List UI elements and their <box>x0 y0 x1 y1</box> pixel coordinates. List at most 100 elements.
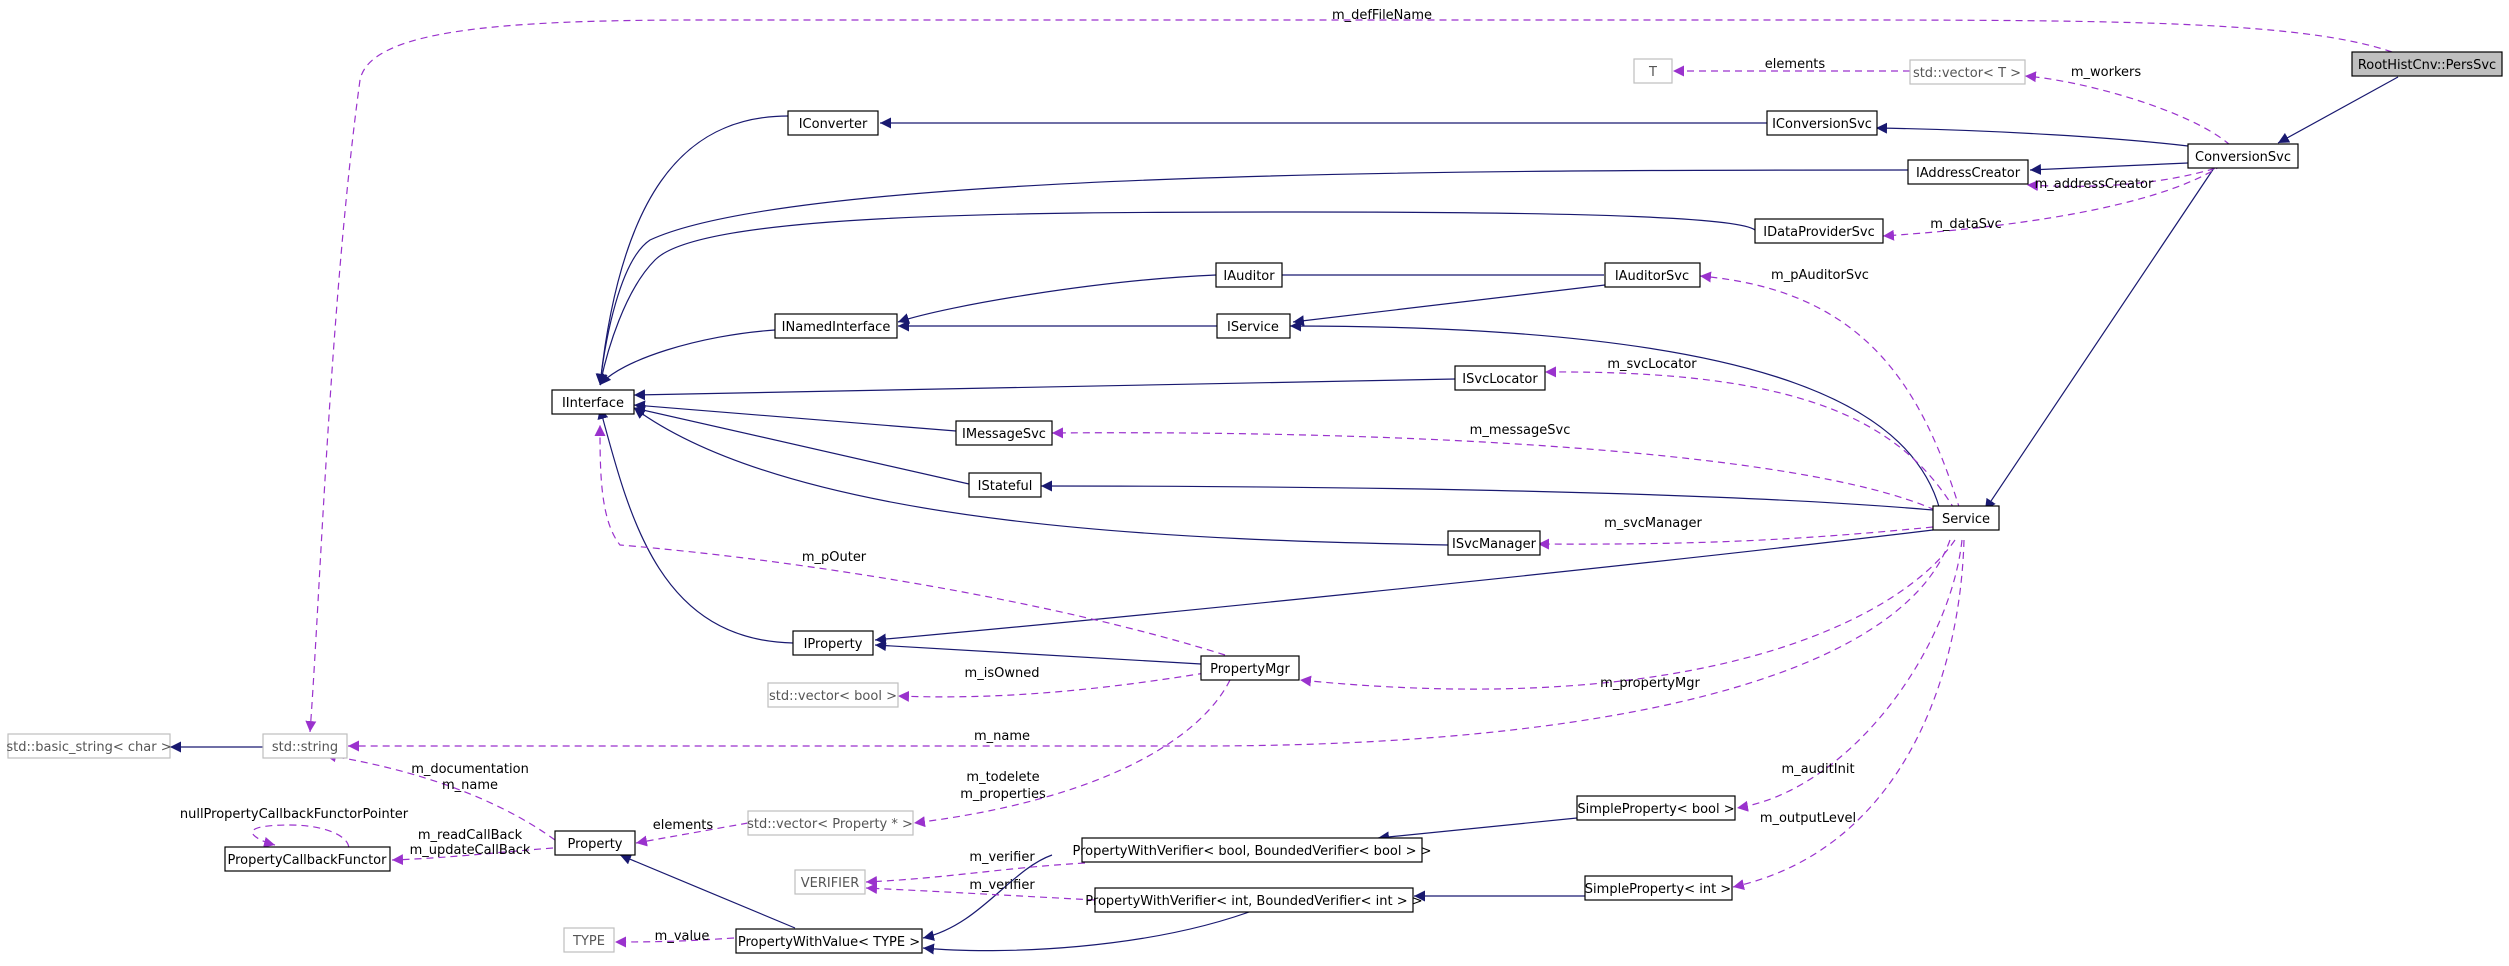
edge-conversionsvc-to-service <box>1984 164 2217 511</box>
edge-iproperty-to-propertymgr <box>874 640 1202 665</box>
node-isvclocator[interactable]: ISvcLocator <box>1454 365 1546 391</box>
node-iconversionsvc[interactable]: IConversionSvc <box>1766 110 1878 136</box>
node-iservice[interactable]: IService <box>1216 313 1291 339</box>
svg-text:IAuditor: IAuditor <box>1223 269 1275 284</box>
node-iinterface[interactable]: IInterface <box>551 389 635 415</box>
node-propertycallbackfunctor[interactable]: PropertyCallbackFunctor <box>224 846 391 872</box>
svg-text:std::vector< Property * >: std::vector< Property * > <box>747 817 913 832</box>
node-verifier[interactable]: VERIFIER <box>794 869 866 895</box>
svg-text:IDataProviderSvc: IDataProviderSvc <box>1763 225 1875 240</box>
node-iauditorsvc[interactable]: IAuditorSvc <box>1604 262 1701 288</box>
node-propertywithvalue[interactable]: PropertyWithValue< TYPE > <box>735 928 923 954</box>
svg-text:RootHistCnv::PersSvc: RootHistCnv::PersSvc <box>2358 58 2496 73</box>
svg-text:IAuditorSvc: IAuditorSvc <box>1615 269 1689 284</box>
edge-mauditinit <box>1736 539 1963 812</box>
edge-mpropertymgr <box>1299 539 1956 690</box>
edge-mworkers <box>2024 71 2231 146</box>
svg-text:std::basic_string< char >: std::basic_string< char > <box>6 740 171 755</box>
svg-text:IConverter: IConverter <box>799 117 868 132</box>
node-pwv-int[interactable]: PropertyWithVerifier< int, BoundedVerifi… <box>1085 887 1423 913</box>
edge-iconversionsvc-to-conversionsvc <box>1875 122 2189 147</box>
node-t[interactable]: T <box>1633 58 1673 84</box>
node-service[interactable]: Service <box>1932 505 2000 531</box>
svg-text:SimpleProperty< int >: SimpleProperty< int > <box>1585 882 1731 897</box>
svg-text:PropertyWithVerifier< bool, Bo: PropertyWithVerifier< bool, BoundedVerif… <box>1072 844 1431 859</box>
node-isvcmanager[interactable]: ISvcManager <box>1447 530 1541 556</box>
svg-text:IStateful: IStateful <box>978 479 1033 494</box>
edge-mdeffilename <box>305 19 2393 733</box>
edge-elements-property <box>635 822 749 847</box>
svg-text:VERIFIER: VERIFIER <box>801 876 860 891</box>
svg-text:IAddressCreator: IAddressCreator <box>1916 166 2021 181</box>
svg-text:ISvcManager: ISvcManager <box>1452 537 1537 552</box>
edge-mdocumentation-mname <box>324 751 556 841</box>
node-inamedinterface[interactable]: INamedInterface <box>774 313 898 339</box>
label-msvcmanager: m_svcManager <box>1604 516 1702 531</box>
node-istateful[interactable]: IStateful <box>968 472 1042 498</box>
label-mverifier-2: m_verifier <box>969 878 1035 893</box>
node-iauditor[interactable]: IAuditor <box>1215 262 1283 288</box>
edge-msvclocator <box>1544 366 1956 511</box>
node-propertymgr[interactable]: PropertyMgr <box>1200 655 1300 681</box>
node-std-vector-t[interactable]: std::vector< T > <box>1909 59 2026 85</box>
node-std-vector-property[interactable]: std::vector< Property * > <box>747 810 914 836</box>
edge-labels: m_defFileName elements m_workers m_addre… <box>180 8 2154 944</box>
svg-text:IConversionSvc: IConversionSvc <box>1772 117 1872 132</box>
label-mreadcallback: m_readCallBack <box>418 828 523 843</box>
label-mpouter: m_pOuter <box>802 550 867 565</box>
edge-mname-service <box>348 539 1951 752</box>
node-imessagesvc[interactable]: IMessageSvc <box>955 420 1053 446</box>
edge-iinterface-to-inamedinterface <box>599 329 776 386</box>
svg-text:IProperty: IProperty <box>804 637 863 652</box>
node-pwv-bool[interactable]: PropertyWithVerifier< bool, BoundedVerif… <box>1072 837 1432 863</box>
svg-text:PropertyWithValue< TYPE >: PropertyWithValue< TYPE > <box>738 935 920 950</box>
label-mdatasvc: m_dataSvc <box>1930 217 2002 232</box>
label-mauditinit: m_auditInit <box>1781 762 1854 777</box>
node-simpleproperty-bool[interactable]: SimpleProperty< bool > <box>1576 795 1736 821</box>
svg-text:IService: IService <box>1227 320 1279 335</box>
label-misowned: m_isOwned <box>965 666 1040 681</box>
node-simpleproperty-int[interactable]: SimpleProperty< int > <box>1584 875 1733 901</box>
class-nodes: RootHistCnv::PersSvc T std::vector< T > … <box>6 51 2503 954</box>
edge-propertywithvalue-to-pwvbool <box>922 854 1053 941</box>
edge-iservice-to-iauditorsvc <box>1292 284 1606 327</box>
edge-mpauditorsvc <box>1699 271 1961 511</box>
label-moutputlevel: m_outputLevel <box>1760 811 1856 826</box>
node-std-string[interactable]: std::string <box>262 733 348 759</box>
label-mname-property: m_name <box>442 778 498 793</box>
edge-mmessagesvc <box>1051 427 1936 511</box>
edge-mpouter <box>594 424 1226 656</box>
edge-iproperty-to-service <box>874 529 1934 645</box>
label-mname-service: m_name <box>974 729 1030 744</box>
node-iproperty[interactable]: IProperty <box>792 630 874 656</box>
node-property[interactable]: Property <box>554 830 636 856</box>
edge-mverifier-1 <box>865 862 1086 887</box>
node-idataprovidersvc[interactable]: IDataProviderSvc <box>1754 218 1884 244</box>
node-iconverter[interactable]: IConverter <box>787 110 879 136</box>
edge-moutputlevel <box>1732 539 1965 890</box>
usage-edges <box>251 19 2393 948</box>
edge-property-to-propertywithvalue <box>619 854 796 929</box>
label-elements-property: elements <box>653 818 714 833</box>
edge-istateful-to-service <box>1040 480 1934 511</box>
svg-text:Service: Service <box>1942 512 1990 527</box>
edge-iinterface-to-isvcmanager <box>633 407 1449 546</box>
node-iaddresscreator[interactable]: IAddressCreator <box>1907 159 2029 185</box>
label-elements-t: elements <box>1765 57 1826 72</box>
svg-text:std::vector< T >: std::vector< T > <box>1913 66 2021 81</box>
svg-text:std::vector< bool >: std::vector< bool > <box>769 689 897 704</box>
svg-text:T: T <box>1648 65 1657 80</box>
label-mworkers: m_workers <box>2071 65 2142 80</box>
edge-mvalue <box>614 936 735 948</box>
node-std-vector-bool[interactable]: std::vector< bool > <box>767 682 899 708</box>
node-roothistcnv-perssvc[interactable]: RootHistCnv::PersSvc <box>2351 51 2503 77</box>
label-mmessagesvc: m_messageSvc <box>1470 423 1571 438</box>
node-conversionsvc[interactable]: ConversionSvc <box>2187 143 2299 169</box>
edge-mtodelete-mproperties <box>913 679 1231 828</box>
node-type[interactable]: TYPE <box>563 927 615 953</box>
edge-iinterface-to-isvclocator <box>633 378 1456 401</box>
label-mpauditorsvc: m_pAuditorSvc <box>1771 268 1869 283</box>
node-std-basic-string[interactable]: std::basic_string< char > <box>6 733 172 759</box>
edge-propertywithvalue-to-pwvint <box>922 907 1261 955</box>
edge-iinterface-to-istateful <box>633 405 970 485</box>
